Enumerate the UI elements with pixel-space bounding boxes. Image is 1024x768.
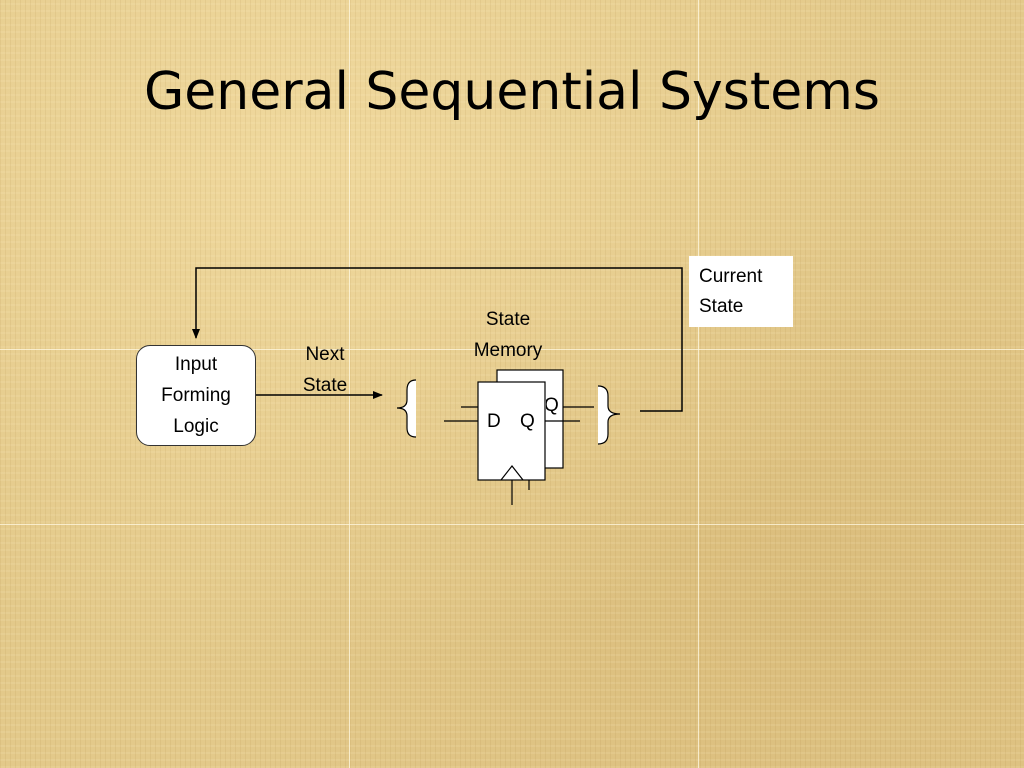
label-line: State bbox=[302, 375, 348, 396]
output-bus-brace bbox=[597, 385, 621, 445]
next-state-label: Next State bbox=[285, 339, 365, 401]
flipflop-back-q-label: Q bbox=[544, 395, 559, 416]
input-forming-logic-block: Input Forming Logic bbox=[136, 345, 256, 446]
feedback-wire bbox=[192, 267, 683, 412]
tile-seam bbox=[0, 349, 1024, 350]
block-label-line: Logic bbox=[173, 416, 219, 437]
label-line: State bbox=[485, 309, 531, 330]
tile-seam bbox=[349, 0, 350, 768]
label-line: Memory bbox=[473, 340, 543, 361]
flipflop-q-label: Q bbox=[520, 411, 535, 432]
label-line: State bbox=[699, 296, 744, 317]
flipflop-front bbox=[444, 381, 580, 505]
slide-title: General Sequential Systems bbox=[143, 62, 881, 122]
tile-seam bbox=[698, 0, 699, 768]
block-label-line: Input bbox=[174, 354, 218, 375]
current-state-label: Current State bbox=[689, 256, 793, 327]
block-label-line: Forming bbox=[161, 385, 231, 406]
tile-seam bbox=[0, 524, 1024, 525]
state-memory-label: State Memory bbox=[458, 304, 558, 366]
input-bus-brace bbox=[396, 379, 417, 438]
label-line: Next bbox=[305, 344, 345, 365]
label-line: Current bbox=[699, 266, 763, 287]
flipflop-d-label: D bbox=[487, 411, 501, 432]
clock-input-icon bbox=[500, 465, 524, 481]
